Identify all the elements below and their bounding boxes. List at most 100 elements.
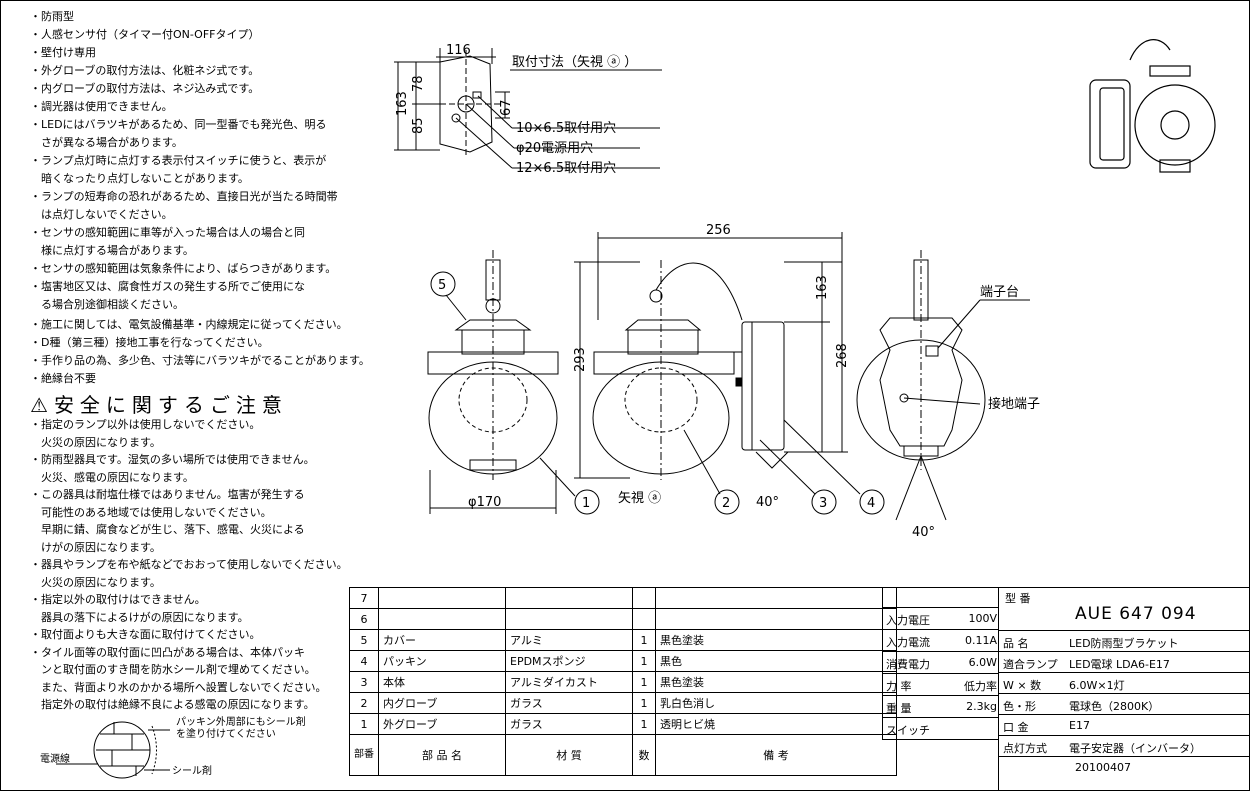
title-row: 色・形電球色（2800K）	[999, 693, 1249, 715]
callout-circles	[430, 271, 885, 515]
callout-4: 4	[867, 496, 875, 511]
table-row: 6	[349, 608, 897, 630]
dim-phi170: φ170	[468, 495, 501, 510]
cell-no: 6	[349, 608, 379, 630]
note-line: 火災の原因になります。	[30, 435, 161, 449]
cell-name: 内グローブ	[378, 692, 506, 714]
note-line: ・センサの感知範囲に車等が入った場合は人の場合と同	[30, 226, 305, 239]
note-line: ・器具やランプを布や紙などでおおって使用しないでください。	[30, 558, 348, 571]
model-label: 型 番	[1005, 592, 1031, 605]
note-line: 火災の原因になります。	[30, 575, 161, 589]
title-row: 20100407	[999, 756, 1249, 778]
note-line: ・防雨型器具です。湿気の多い場所では使用できません。	[30, 453, 315, 466]
front-view	[427, 250, 576, 514]
parts-header: 部番 部 品 名 材 質 数 備 考	[349, 734, 897, 776]
note-line: ・ランプの短寿命の恐れがあるため、直接日光が当たる時間帯	[30, 190, 338, 203]
note-line: 様に点灯する場合があります。	[30, 244, 194, 257]
dim-67: 67	[499, 99, 514, 116]
spec-row: 力 率低力率	[883, 674, 999, 696]
cell-material: ガラス	[505, 692, 633, 714]
cell-material: アルミ	[505, 629, 633, 651]
mounting-plate-view	[394, 48, 662, 169]
cell-no: 4	[349, 650, 379, 672]
dim-293: 293	[573, 347, 588, 372]
cell-name: パッキン	[378, 650, 506, 672]
callout-1: 1	[582, 496, 590, 511]
cell-no: 5	[349, 629, 379, 651]
seal-note-2: を塗り付けてください	[176, 727, 276, 740]
note-line: 指定外の取付は絶縁不良による感電の原因になります。	[30, 698, 315, 711]
hole-2-label: φ20電源用穴	[516, 141, 593, 156]
note-line: 暗くなったり点灯しないことがあります。	[30, 172, 249, 185]
angle-label-2: 40°	[912, 525, 935, 540]
note-line: ・指定のランプ以外は使用しないでください。	[30, 418, 261, 431]
note-line: ・施工に関しては、電気設備基準・内線規定に従ってください。	[30, 318, 348, 331]
dim-116: 116	[446, 43, 471, 58]
dim-163-mount: 163	[395, 91, 410, 116]
note-line: 可能性のある地域では使用しないでください。	[30, 505, 272, 519]
rear-view	[856, 250, 1030, 521]
cell-material	[505, 608, 633, 630]
callout-3: 3	[819, 496, 827, 511]
note-line: 器具の落下によるけがの原因になります。	[30, 610, 249, 624]
warning-icon: ⚠	[30, 393, 54, 417]
note-line: 早期に錆、腐食などが生じ、落下、感電、火災による	[30, 523, 305, 536]
note-line: ンと取付面のすき間を防水シール剤で埋めてください。	[30, 663, 316, 676]
cell-name: カバー	[378, 629, 506, 651]
power-line-label: 電源線	[40, 752, 70, 765]
cell-no: 1	[349, 713, 379, 735]
cell-remark: 黒色塗装	[655, 671, 897, 693]
cell-qty	[632, 608, 656, 630]
arrow-view-label: 矢視 ⓐ	[618, 491, 661, 506]
note-line: ・ランプ点灯時に点灯する表示付スイッチに使うと、表示が	[30, 154, 327, 167]
cell-remark: 乳白色消し	[655, 692, 897, 714]
mount-title: 取付寸法（矢視 ⓐ ）	[512, 55, 637, 70]
note-line: ・外グローブの取付方法は、化粧ネジ式です。	[30, 64, 260, 77]
cell-qty: 1	[632, 650, 656, 672]
cell-name: 外グローブ	[378, 713, 506, 735]
cell-qty	[632, 587, 656, 609]
cell-no: 2	[349, 692, 379, 714]
note-line: さが異なる場合があります。	[30, 136, 183, 149]
dim-85: 85	[411, 117, 426, 134]
note-line: また、背面より水のかかる場所へ設置しないでください。	[30, 680, 327, 694]
cell-name	[378, 608, 506, 630]
cell-remark	[655, 608, 897, 630]
note-line: ・人感センサ付（タイマー付ON-OFFタイプ）	[30, 28, 260, 41]
cell-no: 3	[349, 671, 379, 693]
cell-remark: 黒色	[655, 650, 897, 672]
callout-2: 2	[722, 496, 730, 511]
hole-1-label: 10×6.5取付用穴	[516, 121, 616, 136]
cell-material: アルミダイカスト	[505, 671, 633, 693]
title-row: 点灯方式電子安定器（インバータ）	[999, 735, 1249, 757]
note-line: ・手作り品の為、多少色、寸法等にバラツキがでることがあります。	[30, 354, 370, 367]
cell-remark: 透明ヒビ焼	[655, 713, 897, 735]
dim-78: 78	[411, 75, 426, 92]
spec-row: スイッチ	[883, 718, 999, 740]
note-line: ・D種（第三種）接地工事を行なってください。	[30, 336, 269, 349]
side-view	[574, 232, 861, 495]
note-line: ・LEDにはバラツキがあるため、同一型番でも発光色、明る	[30, 118, 327, 131]
dim-256: 256	[706, 223, 731, 238]
cell-name: 本体	[378, 671, 506, 693]
cell-material: EPDMスポンジ	[505, 650, 633, 672]
cell-qty: 1	[632, 671, 656, 693]
hole-3-label: 12×6.5取付用穴	[516, 161, 616, 176]
dim-163: 163	[815, 275, 830, 300]
sealant-label: シール剤	[172, 764, 212, 777]
note-line: ・防雨型	[30, 10, 74, 23]
note-line: は点灯しないでください。	[30, 208, 173, 221]
wall-tile-icon	[56, 721, 170, 779]
